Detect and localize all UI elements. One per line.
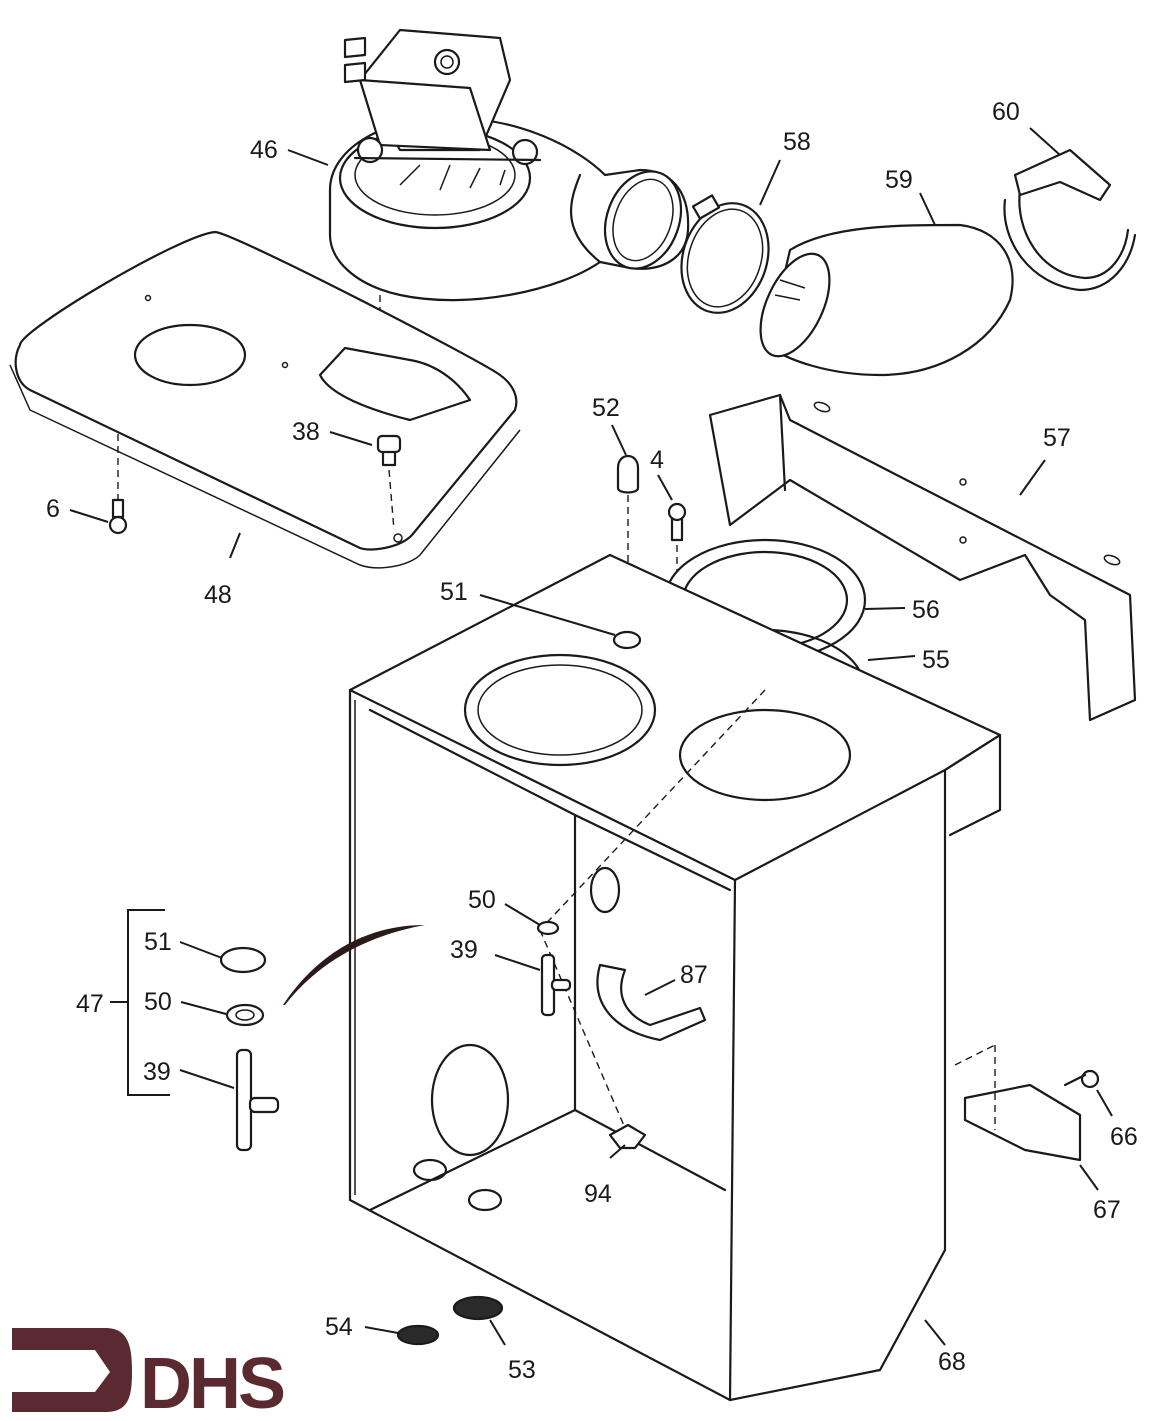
label-51-top: 51 [440,578,468,606]
label-67: 67 [1093,1196,1121,1224]
label-50-case: 50 [468,886,496,914]
label-48: 48 [204,581,232,609]
label-51-kit: 51 [144,928,172,956]
pipe-part-87 [596,963,707,1042]
test-nipple-part-39 [540,953,572,1017]
label-39-kit: 39 [143,1058,171,1086]
label-60: 60 [992,98,1020,126]
screw-part-66 [1063,1069,1100,1089]
flue-elbow-part-59 [759,223,1014,377]
washer-part-50 [536,920,560,936]
screw-part-4 [667,502,687,542]
lock-washer-part-51 [612,630,642,650]
label-50-kit: 50 [144,988,172,1016]
label-94: 94 [584,1180,612,1208]
label-47: 47 [76,990,104,1018]
label-57: 57 [1043,424,1071,452]
label-54: 54 [325,1313,353,1341]
screw-part-6 [108,498,128,535]
screw-part-38 [376,434,402,467]
label-56: 56 [912,596,940,624]
pipe-bracket-part-60 [1003,148,1137,292]
label-52: 52 [592,394,620,422]
dhs-logo: DHS [12,1328,287,1421]
washer-part-53 [452,1295,504,1321]
washer-part-54 [396,1324,440,1346]
bracket-part-67 [963,1083,1082,1162]
label-46: 46 [250,136,278,164]
dhs-logo-text: DHS [140,1344,284,1421]
label-39-case: 39 [450,936,478,964]
label-6: 6 [46,495,60,523]
label-68: 68 [938,1348,966,1376]
cap-part-52 [616,454,640,494]
label-53: 53 [508,1356,536,1384]
wing-nut-part-94 [608,1123,647,1150]
hose-clip-part-58 [680,194,770,314]
fan-cover-part-48 [9,230,521,569]
label-55: 55 [922,646,950,674]
boiler-case-part-68 [348,553,1002,1402]
dhs-logo-arrow-icon [12,1328,132,1412]
kit-group-47 [110,909,425,1152]
mounting-bracket-part-57 [708,393,1137,722]
label-58: 58 [783,128,811,156]
part-labels: 46 58 59 60 52 4 57 38 6 48 51 56 55 50 … [46,98,1138,1384]
label-38: 38 [292,418,320,446]
fan-assembly-part-46 [328,28,690,302]
label-4: 4 [650,446,664,474]
label-87: 87 [680,961,708,989]
leader-lines [69,127,1113,1346]
label-59: 59 [885,166,913,194]
label-66: 66 [1110,1123,1138,1151]
